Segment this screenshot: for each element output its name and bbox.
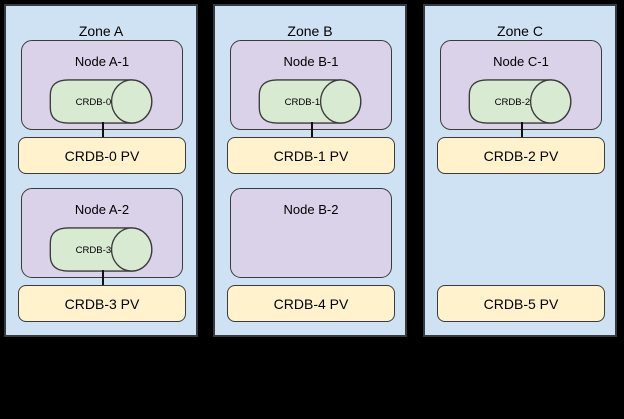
zone-a-title: Zone A — [78, 23, 124, 39]
node-a-2: Node A-2 CRDB-3 — [21, 188, 183, 278]
zone-b: Zone B Node B-1 CRDB-1 CRDB-1 PV Node B-… — [213, 4, 407, 337]
zone-b-title: Zone B — [287, 23, 333, 39]
database-cylinder-icon: CRDB-3 — [48, 227, 156, 272]
pv-crdb-5: CRDB-5 PV — [437, 285, 605, 322]
node-a-1-title: Node A-1 — [74, 54, 130, 69]
node-b-2: Node B-2 — [230, 188, 392, 278]
disk-label: CRDB-1 — [285, 97, 321, 108]
zone-c-title: Zone C — [497, 23, 543, 39]
zone-a: Zone A Node A-1 CRDB-0 CRDB-0 PV Node A-… — [4, 4, 198, 337]
pv-crdb-4: CRDB-4 PV — [227, 285, 395, 322]
node-b-1-title: Node B-1 — [283, 54, 339, 69]
node-c-1: Node C-1 CRDB-2 — [440, 40, 602, 130]
database-cylinder-icon: CRDB-1 — [257, 79, 365, 124]
node-c-1-title: Node C-1 — [493, 54, 549, 69]
connector-line — [521, 122, 523, 138]
database-cylinder-icon: CRDB-2 — [467, 79, 575, 124]
node-b-2-title: Node B-2 — [283, 202, 339, 217]
zone-c: Zone C Node C-1 CRDB-2 CRDB-2 PV CRDB-5 … — [423, 4, 617, 337]
disk-label: CRDB-3 — [76, 245, 112, 256]
connector-line — [311, 122, 313, 138]
pv-crdb-1: CRDB-1 PV — [227, 137, 395, 174]
node-a-1: Node A-1 CRDB-0 — [21, 40, 183, 130]
connector-line — [102, 270, 104, 286]
disk-label: CRDB-2 — [495, 97, 531, 108]
pv-crdb-0: CRDB-0 PV — [18, 137, 186, 174]
node-b-1: Node B-1 CRDB-1 — [230, 40, 392, 130]
pv-crdb-3: CRDB-3 PV — [18, 285, 186, 322]
node-a-2-title: Node A-2 — [74, 202, 130, 217]
disk-label: CRDB-0 — [76, 97, 112, 108]
pv-crdb-2: CRDB-2 PV — [437, 137, 605, 174]
connector-line — [102, 122, 104, 138]
database-cylinder-icon: CRDB-0 — [48, 79, 156, 124]
